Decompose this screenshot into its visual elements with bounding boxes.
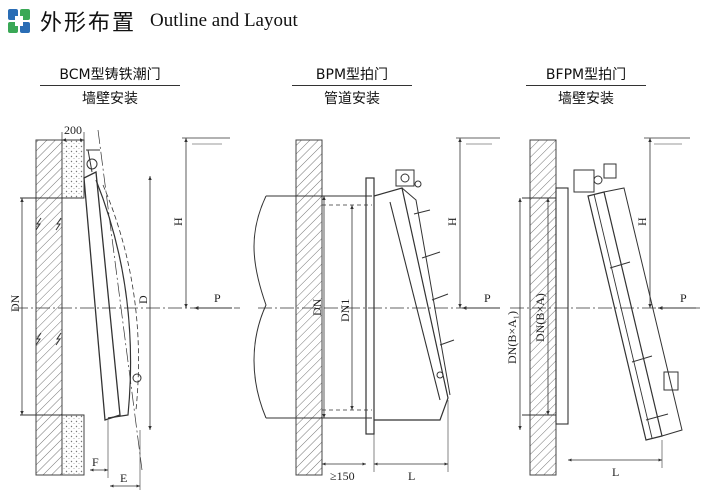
company-logo-icon (8, 9, 30, 33)
fig1-dim-200: 200 (64, 123, 82, 137)
figure-3-name: BFPM型拍门 (526, 64, 646, 86)
flap-seat (83, 170, 121, 421)
fig1-dim-d: D (136, 295, 150, 304)
fig1-dim-e: E (120, 471, 127, 485)
figure-3-label: BFPM型拍门 墙壁安装 (526, 64, 646, 108)
hinge-icon (573, 169, 595, 193)
figure-1-label: BCM型铸铁潮门 墙壁安装 (40, 64, 180, 108)
flap-door (587, 191, 663, 441)
fig3-dim-h: H (635, 217, 649, 226)
fig1-dim-f: F (92, 455, 99, 469)
fig2-dim-h: H (445, 217, 459, 226)
wall-section (35, 139, 63, 476)
page-header: 外形布置 Outline and Layout (6, 6, 298, 36)
figure-1-name: BCM型铸铁潮门 (40, 64, 180, 86)
fig2-dim-p: P (484, 291, 491, 305)
flap-door (95, 179, 132, 419)
figure-3-mount: 墙壁安装 (558, 91, 614, 107)
fig2-dim-l: L (408, 469, 415, 483)
section-title-cn: 外形布置 (40, 11, 137, 36)
fig1-dim-p: P (214, 291, 221, 305)
figure-3-drawing (510, 137, 700, 476)
fig3-dim-dn-ba: DN(B×A) (533, 293, 547, 342)
fig2-dim-dn1: DN1 (338, 299, 352, 322)
fig2-dim-dn: DN (310, 298, 324, 316)
fig3-dim-l: L (612, 465, 619, 479)
figure-2-label: BPM型拍门 管道安装 (292, 64, 412, 108)
flap-door (373, 187, 449, 421)
figure-2-name: BPM型拍门 (292, 64, 412, 86)
hinge-icon (395, 169, 415, 187)
fig3-dim-dn-ba1: DN(B×A₁) (505, 311, 519, 364)
fig1-dim-h: H (171, 217, 185, 226)
figure-1-mount: 墙壁安装 (82, 91, 138, 107)
grout-top (61, 139, 85, 199)
grout-bottom (61, 414, 85, 476)
section-title-en: Outline and Layout (150, 10, 298, 31)
fig1-dim-dn: DN (8, 294, 22, 312)
fig3-dim-p: P (680, 291, 687, 305)
figure-2-drawing (253, 137, 500, 476)
fig2-dim-gap: ≥150 (330, 469, 355, 483)
figure-1-drawing (14, 129, 240, 490)
figure-2-mount: 管道安装 (324, 91, 380, 107)
hinge-icon (86, 158, 98, 170)
